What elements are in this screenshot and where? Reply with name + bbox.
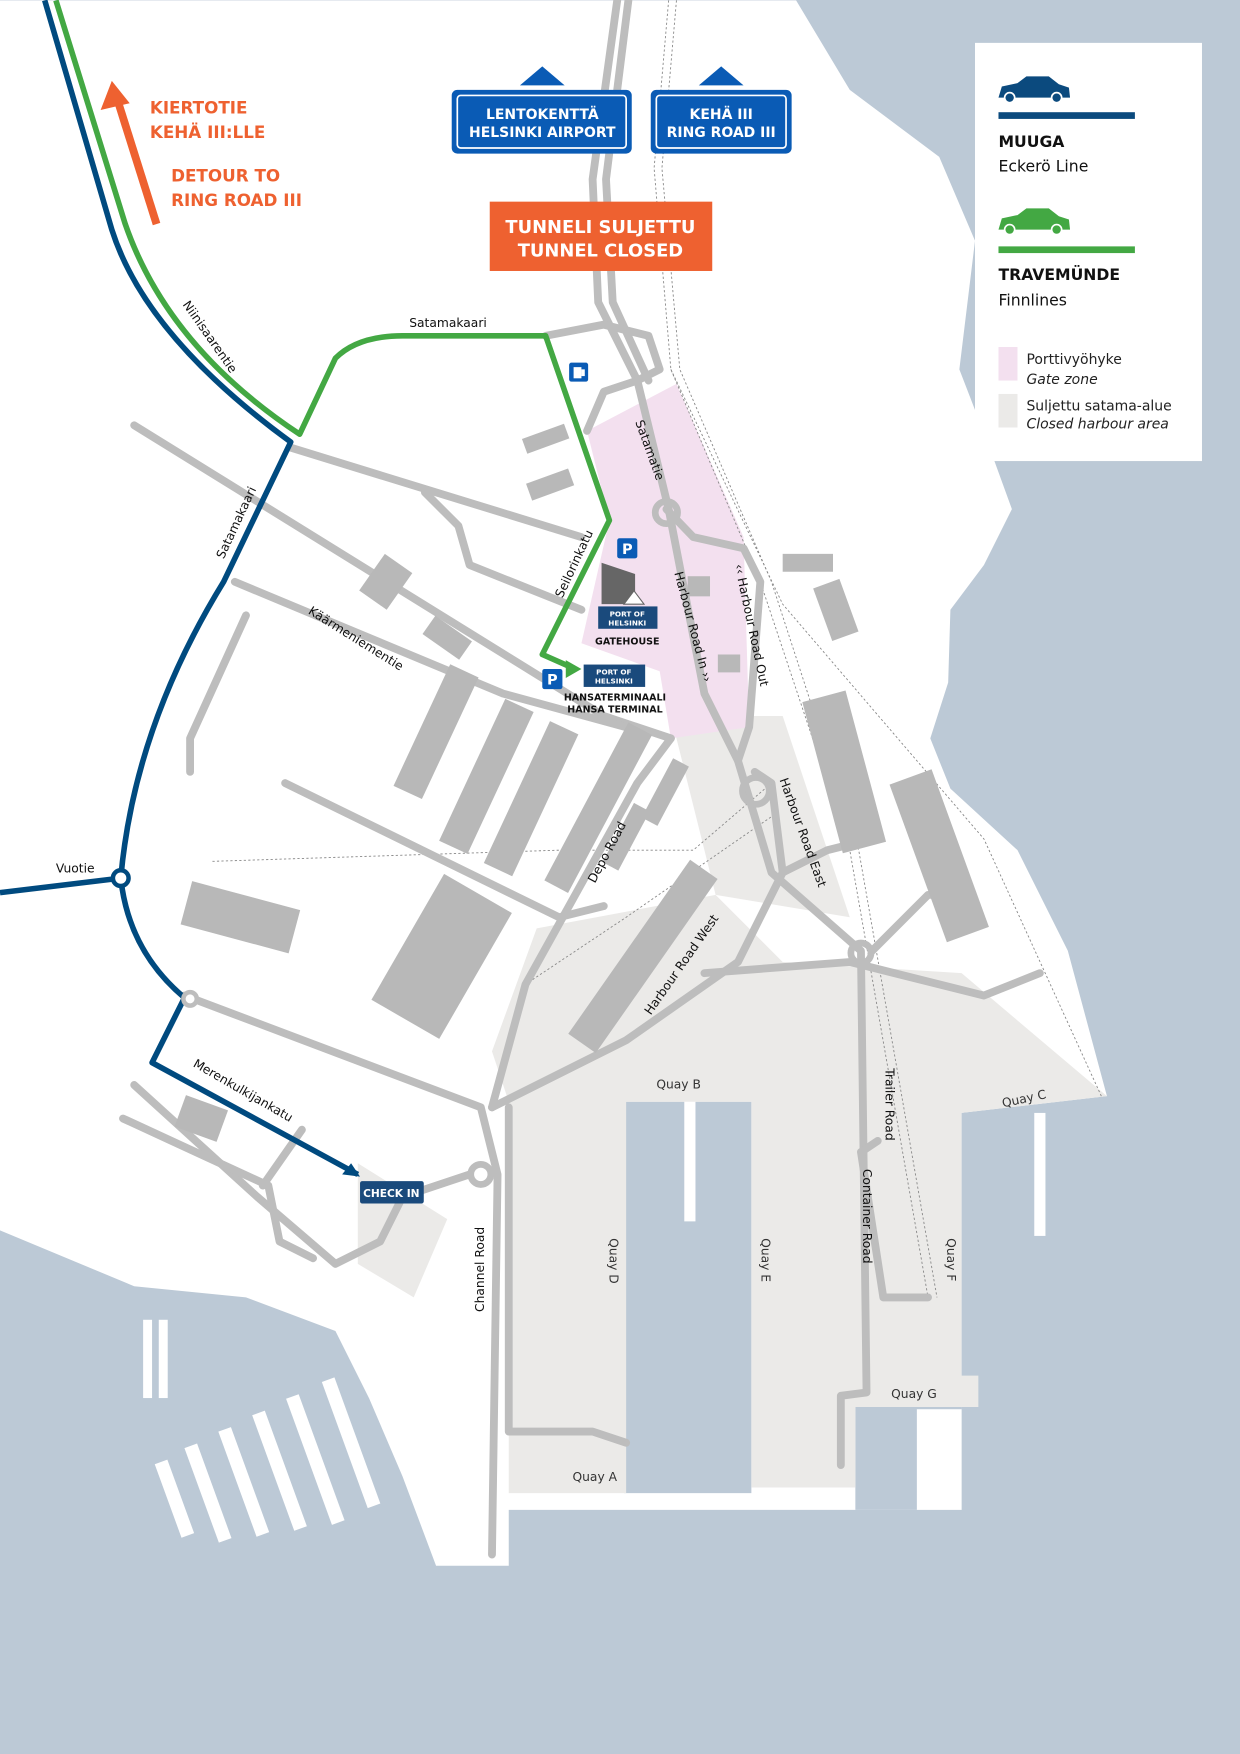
roundabout — [110, 868, 131, 889]
travemunde-line-swatch — [998, 246, 1135, 254]
buildings — [174, 423, 989, 1142]
svg-text:P: P — [547, 673, 558, 689]
legend-travemunde-title: TRAVEMÜNDE — [998, 265, 1120, 284]
parking-icon: P — [542, 669, 563, 690]
gate-zone — [581, 383, 750, 739]
detour-en-2: RING ROAD III — [171, 190, 302, 210]
svg-text:TUNNELI SULJETTU: TUNNELI SULJETTU — [505, 217, 695, 238]
street-container-road: Container Road — [860, 1169, 874, 1264]
gatehouse-building-icon — [601, 562, 646, 605]
travemunde-route — [53, 0, 613, 670]
svg-text:LENTOKENTTÄ: LENTOKENTTÄ — [486, 106, 599, 123]
muuga-route — [42, 0, 360, 1177]
legend-gate-zone-fi: Porttivyöhyke — [1026, 352, 1121, 368]
detour-fi-1: KIERTOTIE — [150, 97, 248, 117]
hansa-terminal-fi: HANSATERMINAALI — [564, 692, 666, 703]
port-of-helsinki-logo: PORT OF HELSINKI — [583, 664, 646, 687]
detour-arrow — [114, 102, 161, 226]
svg-text:PORT OF: PORT OF — [596, 668, 631, 677]
gatehouse-label: GATEHOUSE — [595, 636, 659, 647]
travemunde-arrow-head — [565, 660, 582, 678]
quay-b: Quay B — [656, 1077, 701, 1091]
detour-arrow-head — [100, 80, 130, 110]
muuga-line-swatch — [998, 112, 1135, 119]
closed-area-swatch — [998, 393, 1018, 428]
legend-travemunde-subtitle: Finnlines — [998, 291, 1066, 310]
roundabout — [181, 989, 200, 1008]
legend-gate-zone-en: Gate zone — [1026, 372, 1097, 388]
car-icon — [998, 76, 1071, 104]
parking-icon: P — [617, 538, 638, 559]
quay-e: Quay E — [758, 1238, 772, 1282]
svg-text:CHECK IN: CHECK IN — [363, 1187, 419, 1200]
port-of-helsinki-logo: PORT OF HELSINKI — [598, 606, 658, 629]
airport-sign: LENTOKENTTÄ HELSINKI AIRPORT — [451, 66, 632, 154]
check-in-badge: CHECK IN — [360, 1181, 424, 1204]
detour-en-1: DETOUR TO — [171, 166, 280, 186]
detour-fi-2: KEHÄ III:LLE — [150, 121, 266, 142]
vuotie-route — [0, 875, 122, 896]
street-satamakaari: Satamakaari — [409, 316, 487, 330]
legend-closed-area-en: Closed harbour area — [1026, 417, 1168, 433]
svg-text:HELSINKI AIRPORT: HELSINKI AIRPORT — [469, 125, 616, 141]
quay-d: Quay D — [606, 1238, 620, 1284]
quay-f: Quay F — [944, 1238, 958, 1281]
legend: MUUGA Eckerö Line TRAVEMÜNDE Finnlines P… — [975, 42, 1202, 462]
street-trailer-road: Trailer Road — [883, 1067, 897, 1140]
svg-text:KEHÄ III: KEHÄ III — [690, 106, 753, 123]
svg-text:RING ROAD III: RING ROAD III — [667, 125, 776, 141]
svg-text:TUNNEL CLOSED: TUNNEL CLOSED — [518, 240, 683, 261]
quay-g: Quay G — [891, 1387, 937, 1401]
car-icon — [998, 208, 1071, 236]
checkin-arrow-head — [342, 1163, 361, 1177]
ring-road-sign: KEHÄ III RING ROAD III — [650, 66, 792, 154]
marina-piers — [143, 1112, 1046, 1543]
legend-muuga-subtitle: Eckerö Line — [998, 156, 1088, 175]
street-channel-road: Channel Road — [473, 1227, 487, 1312]
svg-text:HELSINKI: HELSINKI — [608, 618, 646, 627]
legend-closed-area-fi: Suljettu satama-alue — [1026, 399, 1171, 415]
basin-d-e — [623, 1101, 752, 1494]
tunnel-closed-sign: TUNNELI SULJETTU TUNNEL CLOSED — [489, 201, 713, 271]
svg-text:HELSINKI: HELSINKI — [595, 677, 633, 686]
legend-muuga-title: MUUGA — [998, 132, 1065, 151]
hansa-terminal-en: HANSA TERMINAL — [567, 705, 662, 716]
svg-text:P: P — [622, 542, 633, 558]
street-vuotie: Vuotie — [56, 862, 95, 876]
svg-text:PORT OF: PORT OF — [610, 609, 645, 618]
quay-a: Quay A — [572, 1470, 617, 1484]
fuel-station-icon — [569, 362, 589, 382]
